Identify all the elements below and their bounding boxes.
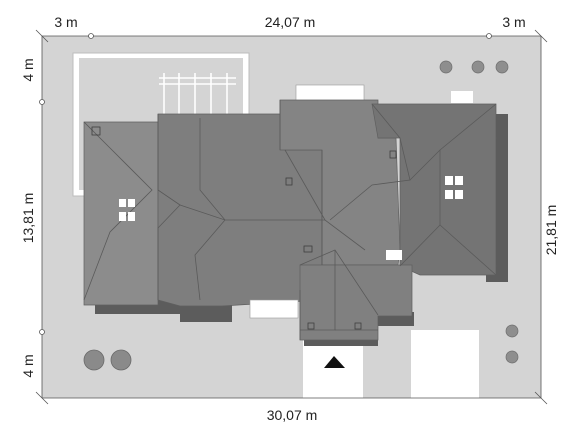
dim-right-margin: 3 m [502,14,525,30]
dim-plot-width: 30,07 m [267,407,318,423]
shrub-icon [439,60,519,364]
entrance-arrow-icon [324,356,345,368]
tree-icon [83,349,132,371]
chimney-icon [91,126,397,330]
side-path [411,330,479,398]
roof-ridges [83,100,497,340]
dim-house-width: 24,07 m [265,14,316,30]
dimension-lines [35,29,548,405]
entrance-canopy [249,299,299,319]
dim-house-depth: 13,81 m [20,193,36,244]
dim-left-margin: 3 m [54,14,77,30]
chimney-cap [451,91,473,103]
roof-window-icon [119,176,463,260]
dim-top-margin: 4 m [20,58,36,81]
pergola [159,73,236,120]
dim-plot-depth: 21,81 m [543,205,559,256]
dim-bottom-margin: 4 m [20,354,36,377]
